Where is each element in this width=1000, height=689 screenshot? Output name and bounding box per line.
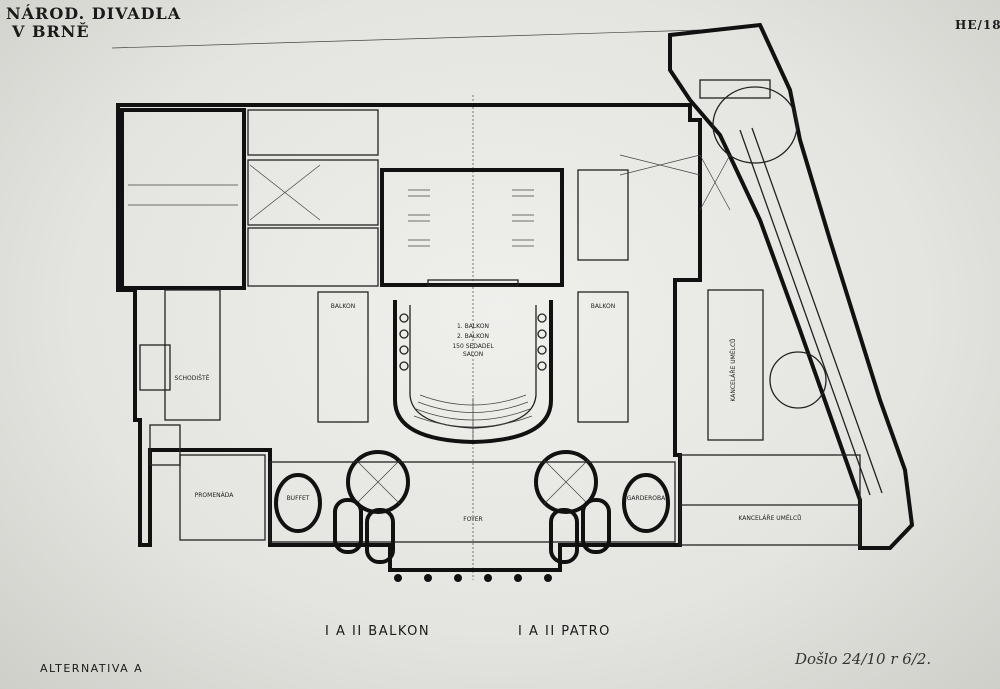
box-left [317,291,369,423]
stair-wells [333,498,611,564]
outer-wall [116,103,702,572]
rotunda-cross [355,459,401,505]
site-boundary [111,29,701,49]
corridor-wall [739,129,871,496]
label-buffet: BUFFET [287,495,310,502]
room [247,159,379,226]
label-box-left: BALKON [331,303,355,310]
room [707,289,764,441]
drawing-title-line1: NÁROD. DIVADLA [6,4,182,23]
wardrobe-oval [622,473,670,533]
spiral-stair [769,351,827,409]
auditorium-wall [393,300,553,445]
rotunda-cross [543,459,589,505]
label-promenade: PROMENÁDA [195,492,235,499]
corridor-hatch [619,154,731,211]
right-wing-wall [668,22,915,550]
room [247,109,379,156]
label-wing-bottom: KANCELÁŘE UMĚLCŮ [738,514,801,522]
caption-alternative: ALTERNATIVA A [40,662,144,675]
room [149,424,181,466]
seating-rows [413,394,533,440]
label-wardrobe: GARDEROBA [627,495,666,502]
room [247,227,379,287]
foyer [269,461,676,543]
oval-room [712,86,798,164]
room [679,454,861,546]
caption-left-level: I A II BALKON [325,624,431,639]
sheet-number: HE/18 [955,18,1000,32]
corridor-wall [751,127,883,494]
room [577,169,629,261]
stair-cross [249,164,321,221]
label-foyer: FOYER [463,516,482,523]
label-stair: SCHODIŠTĚ [175,374,210,382]
drawing-title-line2: V BRNĚ [12,22,90,41]
label-salon: SALON [463,351,483,358]
handwritten-note: Došlo 24/10 r 6/2. [795,650,932,668]
left-hall [120,108,246,290]
room [699,79,771,99]
box-right [577,291,629,423]
label-wing-right: KANCELÁŘE UMĚLCŮ [729,338,737,401]
room [179,454,266,541]
stage-fly-bars [408,189,534,247]
buffet-oval [274,473,322,533]
label-balcony2: 2. BALKON [457,333,489,340]
label-seats: 150 SEDADEL [452,343,494,350]
portico-columns [394,574,552,582]
boxes-ring [399,313,547,371]
room [164,289,221,421]
label-box-right: BALKON [591,303,615,310]
proscenium [427,279,519,287]
room [139,344,171,391]
stage [380,168,564,287]
caption-right-level: I A II PATRO [518,624,611,639]
label-balcony1: 1. BALKON [457,323,489,330]
